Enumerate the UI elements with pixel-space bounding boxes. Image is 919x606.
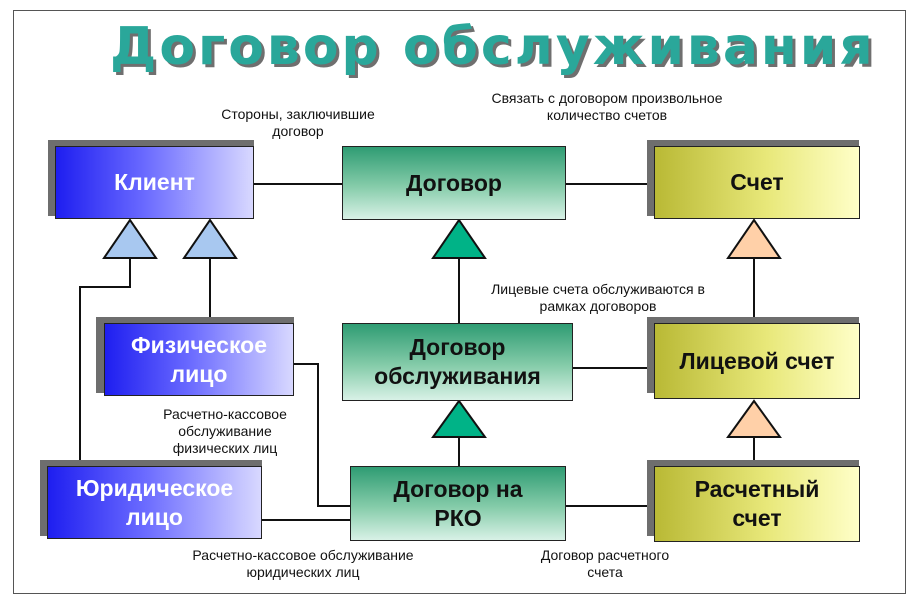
- note-rko-individuals: Расчетно-кассовое обслуживание физически…: [163, 406, 287, 456]
- client-box[interactable]: Клиент: [55, 146, 254, 219]
- note-settlement-contract: Договор расчетного счета: [540, 547, 670, 580]
- service-contract-box[interactable]: Договор обслуживания: [342, 323, 573, 401]
- inherit-triangle-icon: [102, 218, 158, 259]
- note-parties: Стороны, заключившие договор: [221, 106, 375, 139]
- inherit-triangle-icon: [431, 399, 487, 438]
- individual-box[interactable]: Физическое лицо: [104, 323, 294, 396]
- personal-account-box[interactable]: Лицевой счет: [654, 323, 860, 399]
- settlement-account-box[interactable]: Расчетный счет: [654, 466, 860, 542]
- rko-contract-box[interactable]: Договор на РКО: [350, 466, 566, 541]
- note-personal-accounts-served: Лицевые счета обслуживаются в рамках дог…: [491, 281, 705, 314]
- legal-entity-box[interactable]: Юридическое лицо: [47, 466, 262, 539]
- link-individual-rko: [294, 363, 350, 507]
- note-rko-legal: Расчетно-кассовое обслуживание юридическ…: [192, 547, 414, 580]
- contract-box[interactable]: Договор: [342, 146, 566, 220]
- inherit-triangle-icon: [726, 218, 782, 259]
- inherit-triangle-icon: [182, 218, 238, 259]
- note-link-accounts: Связать с договором произвольное количес…: [491, 90, 723, 123]
- link-legal-client: [79, 258, 131, 462]
- diagram-title: Договор обслуживания: [110, 17, 876, 77]
- inherit-triangle-icon: [431, 218, 487, 259]
- inherit-triangle-icon: [726, 399, 782, 438]
- account-box[interactable]: Счет: [654, 146, 860, 219]
